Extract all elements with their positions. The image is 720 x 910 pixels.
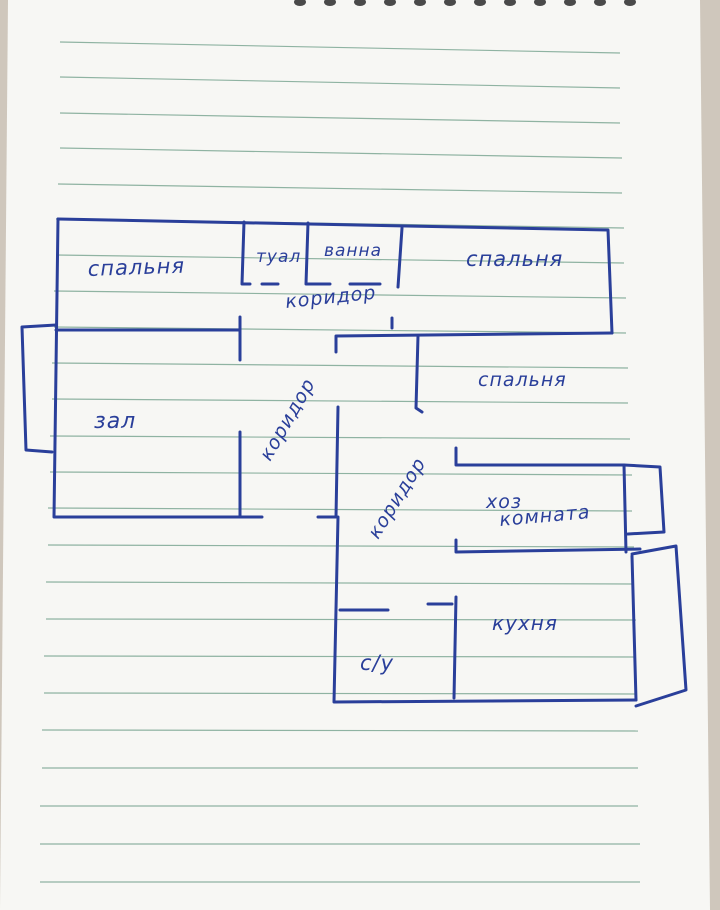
label-hall: зал [94, 409, 136, 434]
floor-plan [20, 217, 688, 708]
label-bathroom: ванна [324, 241, 382, 261]
outer-wall-top [56, 217, 614, 335]
wall-center-down [332, 515, 638, 704]
wall-toilet-bath [304, 221, 332, 286]
wall-utility-top [454, 446, 666, 536]
ruled-lines [40, 41, 640, 883]
label-toilet: туал [256, 247, 301, 267]
label-bedroom-left: спальня [87, 254, 185, 281]
hall-bay-window [20, 323, 58, 454]
kitchen-balcony [630, 544, 688, 708]
label-utility-line1: хоз [485, 491, 522, 513]
wall-center-left [316, 405, 340, 519]
wall-utility-bottom [454, 538, 642, 554]
label-bedroom-right: спальня [466, 247, 563, 271]
wall-toilet-left [240, 220, 252, 286]
label-kitchen: кухня [492, 611, 558, 635]
wall-kitchen-right [630, 554, 638, 702]
wall-wc-right [452, 595, 458, 700]
label-bedroom-middle: спальня [478, 369, 567, 391]
outer-wall-left [52, 217, 264, 519]
label-wc: с/у [360, 651, 394, 675]
wall-bath-right [396, 226, 404, 289]
wall-corridor-right [334, 331, 614, 354]
spiral-binding [294, 0, 636, 6]
wall-bedroom-middle-left [414, 334, 424, 414]
wall-utility-right [622, 463, 628, 554]
